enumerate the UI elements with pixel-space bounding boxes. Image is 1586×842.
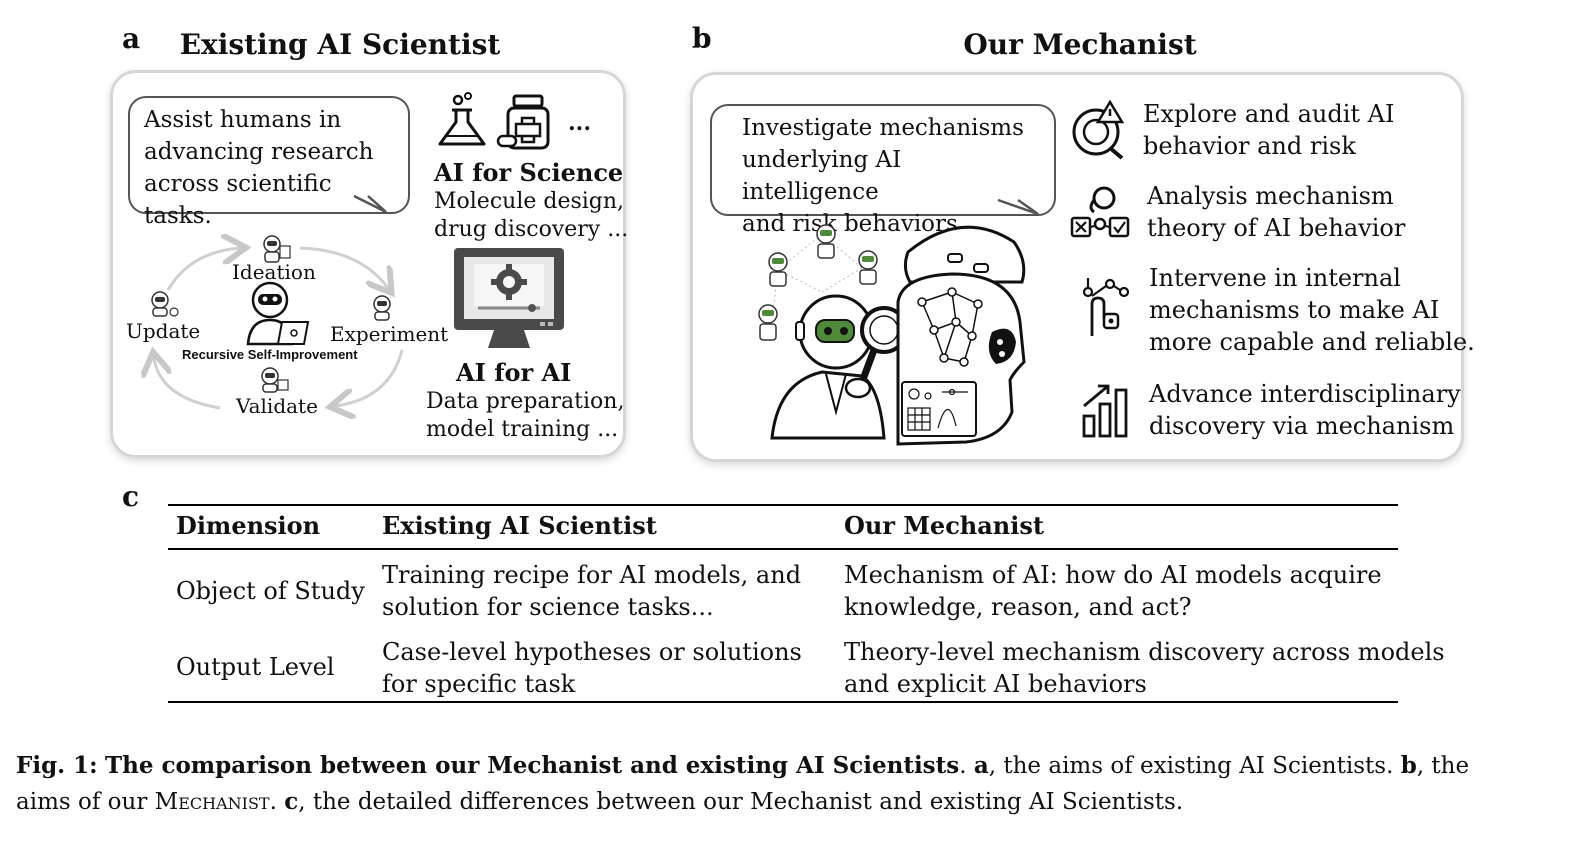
cell-line: and explicit AI behaviors	[844, 670, 1147, 698]
monitor-gear-icon	[454, 248, 564, 348]
cycle-validate-label: Validate	[236, 394, 318, 418]
item-line: behavior and risk	[1143, 132, 1356, 160]
cycle-arrow	[336, 349, 404, 406]
desc-line: model training ...	[426, 417, 619, 442]
cell-line: Mechanism of AI: how do AI models acquir…	[844, 561, 1382, 589]
bubble-line: across scientific tasks.	[144, 171, 332, 229]
caption-title: The comparison between our Mechanist and…	[104, 752, 960, 779]
medicine-bottle-icon	[496, 94, 550, 150]
caption-mechanist-smallcaps: Mechanist	[154, 789, 270, 815]
open-brain-head-icon	[896, 225, 1026, 446]
mini-robot-icon	[758, 304, 778, 341]
panel-a-speech-bubble: Assist humans in advancing research acro…	[128, 96, 410, 229]
self-improvement-cycle-diagram	[140, 230, 404, 430]
table-header-dimension: Dimension	[176, 511, 321, 540]
caption-letter-b: b	[1400, 752, 1417, 779]
audit-icon	[1072, 99, 1125, 160]
mechanist-item-text: Analysis mechanism theory of AI behavior	[1147, 180, 1405, 244]
cell-line: Training recipe for AI models, and	[382, 561, 802, 589]
table-header-rule	[168, 548, 1398, 550]
item-line: mechanisms to make AI	[1149, 296, 1440, 324]
panel-a-letter: a	[122, 22, 141, 55]
item-line: discovery via mechanism	[1149, 412, 1455, 440]
cycle-experiment-label: Experiment	[330, 322, 449, 346]
mini-robot-icon	[373, 295, 391, 321]
cell-line: for specific task	[382, 670, 576, 698]
caption-text: , the	[1416, 753, 1470, 779]
mini-robot-icon	[263, 235, 291, 263]
panel-b-title: Our Mechanist	[963, 28, 1197, 61]
table-header-mechanist: Our Mechanist	[844, 511, 1044, 540]
cycle-arrow	[166, 248, 240, 291]
item-line: Explore and audit AI	[1143, 100, 1395, 128]
panel-b-speech-bubble: Investigate mechanisms underlying AI int…	[710, 104, 1056, 237]
table-cell-existing: Training recipe for AI models, and solut…	[382, 559, 801, 623]
caption-text: aims of our	[16, 789, 155, 815]
scientist-robot-icon	[770, 294, 908, 440]
ai-for-science-desc: Molecule design, drug discovery ...	[434, 188, 628, 244]
cycle-center-label: Recursive Self-Improvement	[182, 347, 358, 362]
table-cell-existing: Case-level hypotheses or solutions for s…	[382, 636, 802, 700]
cycle-ideation-label: Ideation	[232, 260, 316, 284]
mechanism-theory-icon	[1070, 186, 1130, 238]
bubble-line: Assist humans in	[144, 107, 342, 133]
ai-for-science-heading: AI for Science	[434, 158, 624, 187]
mini-robot-icon	[858, 250, 878, 285]
mechanist-item-text: Explore and audit AI behavior and risk	[1143, 98, 1395, 162]
item-line: more capable and reliable.	[1149, 328, 1475, 356]
mechanist-item-text: Intervene in internal mechanisms to make…	[1149, 262, 1475, 358]
caption-letter-c: c	[284, 788, 299, 815]
table-header-existing: Existing AI Scientist	[382, 511, 657, 540]
cell-line: knowledge, reason, and act?	[844, 593, 1192, 621]
intervene-icon	[1082, 278, 1130, 336]
panel-a-title: Existing AI Scientist	[179, 28, 501, 61]
desc-line: drug discovery ...	[434, 217, 629, 242]
ai-for-ai-desc: Data preparation, model training ...	[426, 388, 624, 444]
more-ellipsis: ...	[568, 110, 591, 136]
figure-caption: Fig. 1: The comparison between our Mecha…	[16, 752, 1470, 815]
table-cell-mechanist: Theory-level mechanism discovery across …	[844, 636, 1445, 700]
item-line: Advance interdisciplinary	[1149, 380, 1461, 408]
item-line: Analysis mechanism	[1147, 182, 1394, 210]
table-cell-mechanist: Mechanism of AI: how do AI models acquir…	[844, 559, 1382, 623]
caption-text: , the detailed differences between our M…	[298, 789, 1184, 815]
mechanist-item-text: Advance interdisciplinary discovery via …	[1149, 378, 1461, 442]
table-top-rule	[168, 504, 1398, 506]
table-cell-dimension: Output Level	[176, 653, 335, 681]
cell-line: Theory-level mechanism discovery across …	[844, 638, 1445, 666]
cell-line: Case-level hypotheses or solutions	[382, 638, 802, 666]
desc-line: Molecule design,	[434, 189, 625, 214]
item-line: theory of AI behavior	[1147, 214, 1406, 242]
desc-line: Data preparation,	[426, 389, 625, 414]
ai-for-ai-heading: AI for AI	[456, 358, 572, 387]
mini-robot-icon	[151, 291, 179, 317]
item-line: Intervene in internal	[1149, 264, 1401, 292]
mini-robot-icon	[816, 224, 836, 259]
cycle-arrow	[154, 358, 221, 410]
cycle-update-label: Update	[126, 319, 201, 343]
table-bottom-rule	[168, 701, 1398, 703]
panel-b-letter: b	[692, 22, 712, 55]
bubble-line: advancing research	[144, 139, 374, 165]
bubble-line: and risk behaviors.	[742, 211, 966, 237]
cell-line: solution for science tasks...	[382, 593, 714, 621]
caption-label: Fig. 1:	[16, 752, 98, 779]
caption-text: , the aims of existing AI Scientists.	[988, 753, 1401, 779]
bubble-tail	[997, 198, 1039, 216]
table-cell-dimension: Object of Study	[176, 577, 365, 605]
caption-letter-a: a	[973, 752, 989, 779]
robot-laptop-icon	[246, 281, 310, 346]
bubble-tail	[353, 194, 387, 214]
cycle-arrow	[299, 246, 388, 288]
flask-icon	[438, 92, 486, 146]
growth-chart-icon	[1082, 384, 1128, 438]
mechanist-robot-illustration	[758, 224, 1026, 446]
bubble-line: underlying AI intelligence	[742, 147, 902, 205]
mini-robot-icon	[768, 252, 788, 287]
bubble-line: Investigate mechanisms	[742, 115, 1024, 141]
panel-c-letter: c	[122, 480, 140, 513]
mini-robot-icon	[261, 367, 289, 393]
